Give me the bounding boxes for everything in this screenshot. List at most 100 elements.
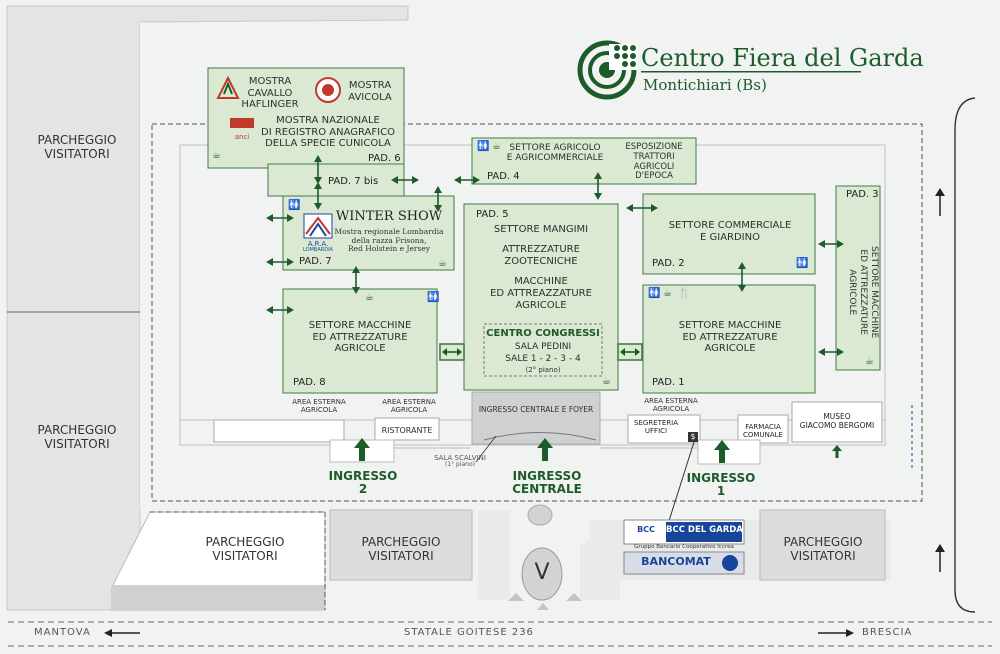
cutlery-icon: 🍴 xyxy=(678,288,691,299)
parking-label: VISITATORI xyxy=(44,437,110,452)
sala-scalvini-label: SALA SCALVINI (1° piano) xyxy=(430,454,490,469)
parking-label: VISITATORI xyxy=(44,147,110,162)
wc-icon: 🚻 xyxy=(796,258,809,269)
congress-floor: (2° piano) xyxy=(525,366,561,374)
show-line: CAVALLO xyxy=(247,87,293,99)
brand-subtitle: Montichiari (Bs) xyxy=(643,76,767,94)
bcc-small-logo: BCC xyxy=(637,525,655,534)
wc-icon: 🚻 xyxy=(427,292,440,303)
area-line: FARMACIA xyxy=(745,423,781,431)
sector-line: E GIARDINO xyxy=(700,231,760,243)
haflinger-logo-icon xyxy=(216,76,240,99)
sector-line: ED ATTREZZATURE xyxy=(682,331,778,343)
sector-line: AGRICOLE xyxy=(704,343,756,354)
coffee-cup-icon: ☕ xyxy=(492,141,501,152)
area-line: SALA SCALVINI xyxy=(434,454,486,462)
pad8-sector: SETTORE MACCHINE ED ATTREZZATURE AGRICOL… xyxy=(290,320,430,355)
subtitle-line: Red Holstein e Jersey xyxy=(347,244,431,254)
show-line: MOSTRA xyxy=(248,76,292,87)
sector-line: SETTORE MACCHINE xyxy=(869,246,880,339)
entrance-2[interactable]: INGRESSO 2 xyxy=(326,469,400,496)
pad6-show-haflinger: MOSTRA CAVALLO HAFLINGER xyxy=(238,76,302,111)
sector-line: SETTORE AGRICOLO xyxy=(509,143,601,153)
outdoor-area-right: AREA ESTERNA AGRICOLA xyxy=(636,397,706,413)
pad6-show-avicola: MOSTRA AVICOLA xyxy=(342,80,398,103)
parking-label: PARCHEGGIO xyxy=(205,535,285,549)
pad4-expo: ESPOSIZIONE TRATTORI AGRICOLI D'EPOCA xyxy=(620,142,688,182)
atm-label: BANCOMAT xyxy=(641,555,711,568)
expo-line: D'EPOCA xyxy=(635,171,673,182)
outdoor-area-left: AREA ESTERNA AGRICOLA xyxy=(284,398,354,414)
area-line: GIACOMO BERGOMI xyxy=(799,420,875,430)
show-line: DI REGISTRO ANAGRAFICO xyxy=(261,126,395,138)
sector-line: E AGRICOMMERCIALE xyxy=(506,153,604,164)
congress-rooms: SALE 1 - 2 - 3 - 4 xyxy=(505,354,581,364)
wc-icon: 🚻 xyxy=(648,288,661,299)
entrance-central[interactable]: INGRESSO CENTRALE xyxy=(502,469,592,496)
road-name: STATALE GOITESE 236 xyxy=(404,627,534,638)
parking-label: PARCHEGGIO xyxy=(361,535,441,549)
sector-line: ED ATTREZZATURE xyxy=(312,331,408,343)
show-line: DELLA SPECIE CUNICOLA xyxy=(265,138,391,149)
sector-line: ED ATTREAZZATURE xyxy=(490,288,592,299)
bcc-bank-name: BCC DEL GARDA xyxy=(666,525,743,535)
pad3-label: PAD. 3 xyxy=(846,189,879,200)
coffee-cup-icon: ☕ xyxy=(438,258,447,269)
coffee-cup-icon: ☕ xyxy=(365,292,374,303)
brand-underline xyxy=(641,71,861,73)
parking-label: PARCHEGGIO xyxy=(37,423,117,437)
parking-top-left: PARCHEGGIO VISITATORI xyxy=(22,133,132,162)
dollar-icon: $ xyxy=(688,432,698,442)
spacer xyxy=(470,236,612,244)
entrance-line: 1 xyxy=(716,484,726,499)
area-line: COMUNALE xyxy=(743,431,783,440)
area-line: AREA ESTERNA xyxy=(382,398,436,406)
show-line: MOSTRA NAZIONALE xyxy=(276,115,380,126)
sector-line: ZOOTECNICHE xyxy=(504,256,578,267)
parking-label: VISITATORI xyxy=(790,549,856,564)
outdoor-area-mid: AREA ESTERNA AGRICOLA xyxy=(374,398,444,414)
ara-logo-icon xyxy=(303,213,333,239)
office-label: SEGRETERIA UFFICI xyxy=(628,419,684,435)
pad4-sector: SETTORE AGRICOLO E AGRICOMMERCIALE xyxy=(500,143,610,164)
coffee-cup-icon: ☕ xyxy=(663,288,672,299)
pad7-subtitle: Mostra regionale Lombardia della razza F… xyxy=(334,227,444,254)
pad6-label: PAD. 6 xyxy=(368,153,401,164)
anci-logo-text: anci xyxy=(234,133,250,141)
spacer xyxy=(470,268,612,276)
show-line: MOSTRA xyxy=(348,80,392,91)
brand-logo-icon xyxy=(577,40,637,100)
show-line: HAFLINGER xyxy=(241,99,299,110)
pad3-sector: SETTORE MACCHINE ED ATTREZZATURE AGRICOL… xyxy=(847,229,880,355)
area-line: AREA ESTERNA xyxy=(292,398,346,406)
road-right-destination: BRESCIA xyxy=(862,627,913,638)
parking-label: VISITATORI xyxy=(212,549,278,564)
pad5-label: PAD. 5 xyxy=(476,209,509,220)
museum-label: MUSEO GIACOMO BERGOMI xyxy=(792,412,882,430)
sector-line: AGRICOLE xyxy=(334,343,386,354)
logo-line: A.R.A. xyxy=(307,240,329,248)
subtitle-line: della razza Frisona, xyxy=(351,235,427,245)
pad7bis-label: PAD. 7 bis xyxy=(328,176,379,187)
entrance-1[interactable]: INGRESSO 1 xyxy=(684,471,758,499)
area-line: UFFICI xyxy=(644,427,668,436)
parking-label: VISITATORI xyxy=(368,549,434,564)
area-line: (1° piano) xyxy=(444,461,476,469)
subtitle-line: Mostra regionale Lombardia xyxy=(334,227,444,236)
area-line: AGRICOLA xyxy=(390,406,428,415)
pharmacy-label: FARMACIA COMUNALE xyxy=(738,423,788,439)
pad6-show-cunicola: MOSTRA NAZIONALE DI REGISTRO ANAGRAFICO … xyxy=(258,115,398,150)
pad7-label: PAD. 7 xyxy=(299,256,332,267)
roundabout-letter: V xyxy=(534,560,550,585)
parking-mid-left: PARCHEGGIO VISITATORI xyxy=(22,423,132,452)
pad4-label: PAD. 4 xyxy=(487,171,520,182)
parking-label: PARCHEGGIO xyxy=(783,535,863,549)
logo-line: LOMBARDIA xyxy=(303,247,333,254)
anci-logo-icon xyxy=(230,118,254,128)
coffee-cup-icon: ☕ xyxy=(602,376,611,387)
congress-title: CENTRO CONGRESSI xyxy=(486,328,600,339)
area-line: AREA ESTERNA xyxy=(644,397,698,405)
parking-bottom-center: PARCHEGGIO VISITATORI xyxy=(346,535,456,564)
